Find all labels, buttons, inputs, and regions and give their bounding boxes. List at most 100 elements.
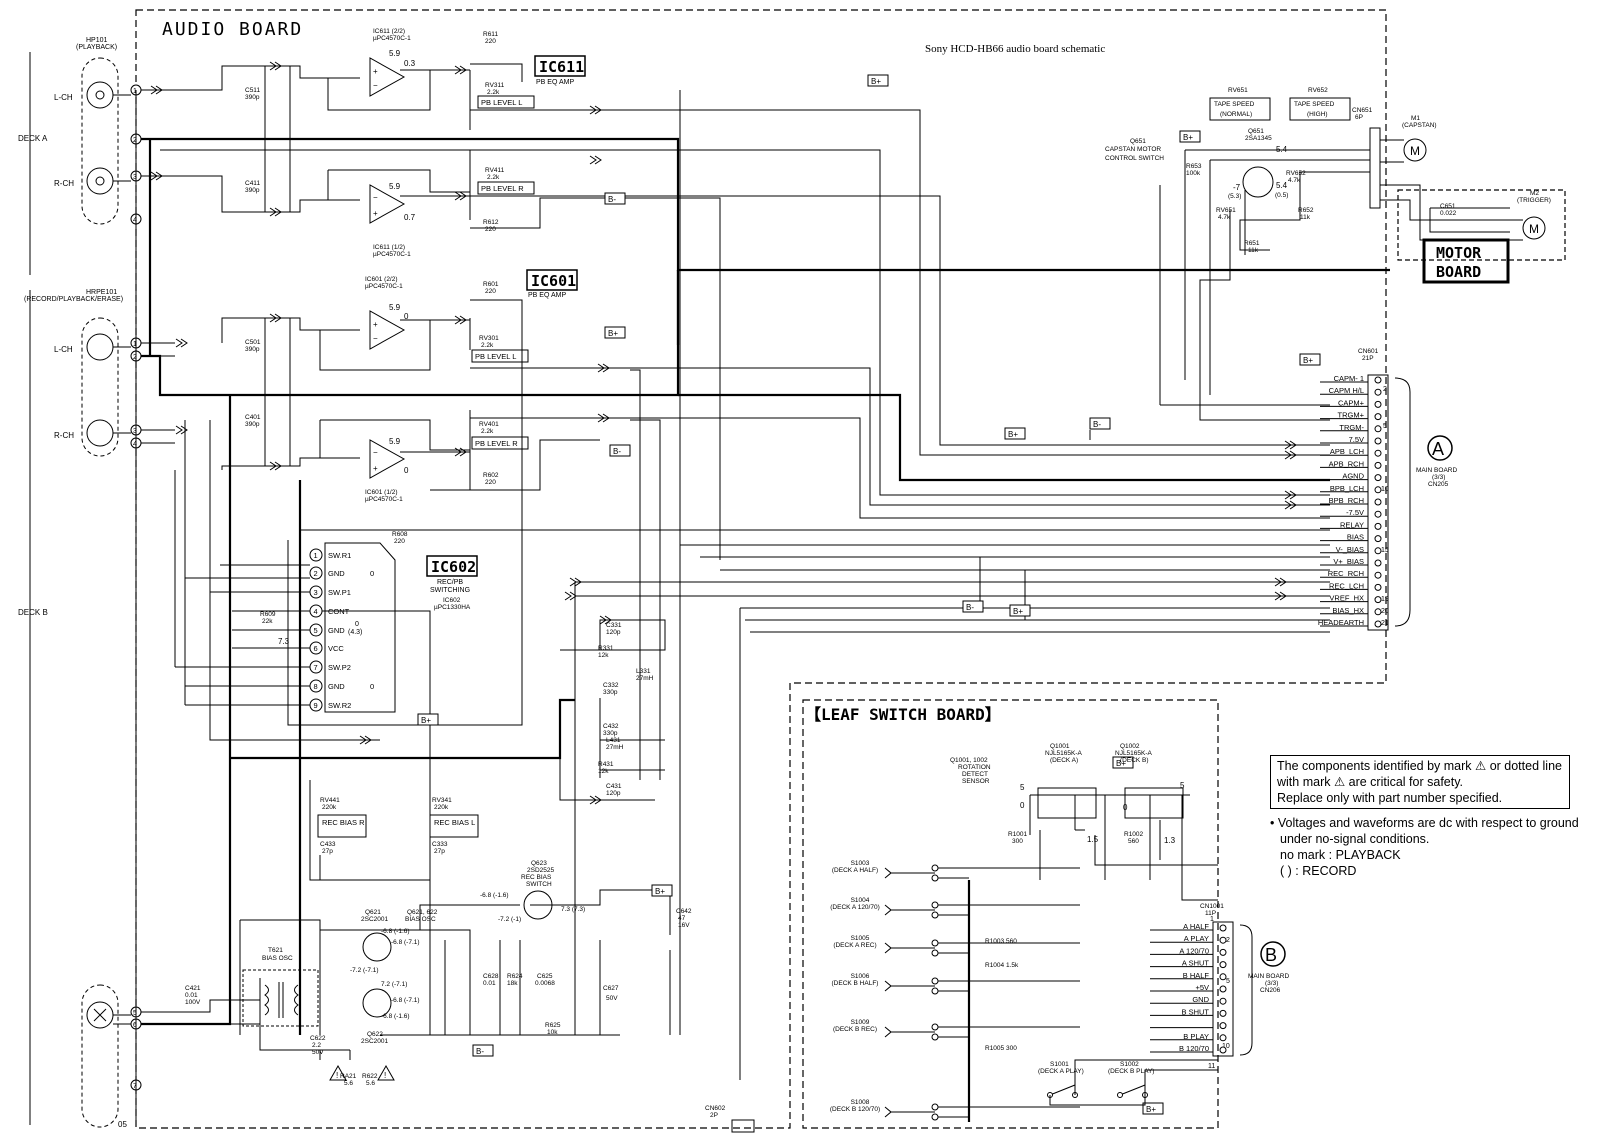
cn601-signal-label: BPB_RCH [1329,496,1364,505]
svg-text:27p: 27p [434,848,445,855]
svg-text:CN205: CN205 [1428,481,1449,488]
cn601-signal-label: TRGM- [1339,423,1364,432]
svg-text:47: 47 [678,915,686,922]
svg-text:R625: R625 [545,1022,561,1029]
cn601-signal-label: CAPM- 1 [1334,374,1364,383]
cn601-pin [1374,596,1382,604]
svg-text:Q1001, 1002: Q1001, 1002 [950,757,988,764]
svg-text:6P: 6P [1355,114,1363,121]
svg-text:5.9: 5.9 [389,49,401,58]
svg-text:SWITCH: SWITCH [526,881,552,888]
voltage-note: • Voltages and waveforms are dc with res… [1270,816,1579,878]
svg-text:R-CH: R-CH [54,431,74,440]
svg-text:B+: B+ [1146,1105,1156,1114]
wiring-thin [141,63,1330,1080]
svg-text:PB LEVEL L: PB LEVEL L [481,98,522,107]
svg-text:2: 2 [133,354,137,361]
svg-text:50V: 50V [312,1049,324,1056]
svg-text:µPC4570C-1: µPC4570C-1 [365,283,403,290]
svg-text:CONTROL SWITCH: CONTROL SWITCH [1105,155,1164,162]
svg-text:C642: C642 [676,908,692,915]
svg-text:−: − [373,334,378,343]
svg-text:6: 6 [133,1022,137,1029]
svg-text:C411: C411 [245,180,260,187]
leaf-switch: S1003(DECK A HALF) [832,860,1080,882]
svg-text:CN1001: CN1001 [1200,903,1224,910]
svg-text:2SA1345: 2SA1345 [1245,135,1272,142]
svg-text:BIAS OSC: BIAS OSC [405,916,436,923]
cn601-signal-label: RELAY [1340,520,1364,529]
svg-text:R1004 1.5k: R1004 1.5k [985,962,1019,969]
cn601-signal-label: AGND [1342,472,1364,481]
svg-text:2SC2001: 2SC2001 [361,916,388,923]
svg-text:3: 3 [314,588,318,597]
cn601-pin [1374,437,1382,445]
svg-text:RV652: RV652 [1308,87,1328,94]
leaf-sensor-labels: Q1001, 1002 ROTATION DETECT SENSOR Q1001… [950,743,1185,1052]
svg-text:RV441: RV441 [320,797,340,804]
audio-board-title: AUDIO BOARD [162,19,303,40]
cn601-signal-label: HEADEARTH [1318,618,1364,627]
cn601-pin [1374,535,1382,543]
cn601-signal-label: TRGM+ [1338,411,1365,420]
svg-text:27p: 27p [322,848,333,855]
cn601-signal-label: REC_LCH [1329,581,1364,590]
cn601-pin [1374,461,1382,469]
svg-text:11k: 11k [1248,247,1259,254]
svg-text:Q621: Q621 [365,909,381,916]
svg-text:GND: GND [328,626,345,635]
svg-text:12k: 12k [598,652,609,659]
svg-text:RV651: RV651 [1216,207,1236,214]
svg-text:T621: T621 [268,947,283,954]
leaf-sensors [1029,787,1218,901]
svg-text:1.3: 1.3 [1164,836,1176,845]
svg-text:SWITCHING: SWITCHING [430,587,470,594]
svg-text:1: 1 [314,551,318,560]
svg-text:R609: R609 [260,611,276,618]
svg-text:TAPE SPEED: TAPE SPEED [1294,101,1335,108]
svg-text:M1: M1 [1411,115,1420,122]
cn1001-pin [1219,1009,1227,1017]
svg-text:(DECK B PLAY): (DECK B PLAY) [1108,1068,1154,1075]
capstan-area: M M MOTOR BOARD [1159,97,1546,421]
svg-text:7: 7 [133,1083,137,1090]
svg-text:11: 11 [1208,1063,1215,1070]
svg-text:11P: 11P [1205,910,1216,917]
svg-text:DETECT: DETECT [962,771,988,778]
leaf-switch: S1009(DECK B REC) [833,1019,1080,1041]
main-board-a-target: A MAIN BOARD (3/3) CN205 [1416,435,1457,488]
cn1001-signal-label: A SHUT [1182,959,1210,968]
leaf-play-switches: S1001(DECK A PLAY) S1002(DECK B PLAY) [1038,1059,1218,1106]
svg-text:18k: 18k [507,980,518,987]
cn602-connector: CN602 2P [705,1105,755,1133]
svg-text:B-: B- [966,603,974,612]
svg-text:7: 7 [314,663,318,672]
cn601-signal-label: BIAS_HX [1332,606,1364,615]
cn601-signal-label: REC_RCH [1328,569,1364,578]
svg-text:100k: 100k [1186,170,1201,177]
svg-text:5: 5 [314,626,318,635]
cn1001-signal-label: +5V [1195,983,1209,992]
erase-head [81,984,119,1128]
svg-text:C431: C431 [606,783,622,790]
svg-text:BIAS OSC: BIAS OSC [262,955,293,962]
svg-text:5: 5 [1383,423,1387,430]
cn601-pin [1374,620,1382,628]
svg-text:S1002: S1002 [1120,1061,1139,1068]
cn601-pin [1374,510,1382,518]
cn601-signal-label: CAPM H/L [1329,386,1364,395]
svg-text:330p: 330p [603,689,618,696]
wiring-ground-thick [141,137,1390,1122]
svg-text:+: + [373,67,378,76]
svg-text:C333: C333 [432,841,448,848]
svg-text:RV401: RV401 [479,421,499,428]
leaf-switch-id: S1008 [851,1099,870,1106]
svg-text:(TRIGGER): (TRIGGER) [1517,197,1551,204]
cn1001-signal-label: B SHUT [1181,1007,1209,1016]
main-board-b-target: B MAIN BOARD (3/3) CN206 [1248,941,1289,994]
svg-text:0: 0 [404,312,409,321]
svg-text:REC BIAS: REC BIAS [521,874,552,881]
svg-text:2SC2001: 2SC2001 [361,1038,388,1045]
svg-text:R331: R331 [598,645,614,652]
